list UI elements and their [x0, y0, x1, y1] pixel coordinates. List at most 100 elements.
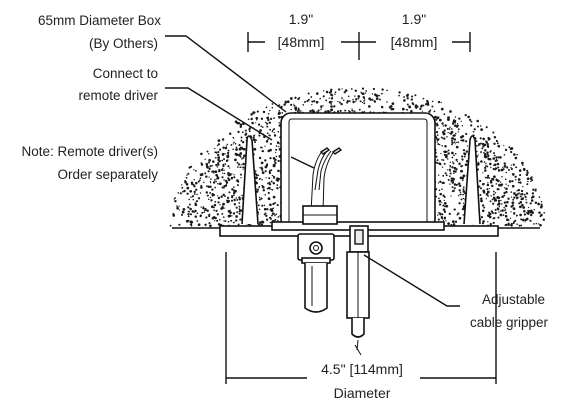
stipple-dot	[215, 163, 218, 167]
stipple-dot	[181, 186, 184, 189]
stipple-dot	[221, 212, 224, 215]
stipple-dot	[213, 209, 215, 212]
stipple-dot	[442, 125, 445, 127]
stipple-dot	[260, 125, 263, 128]
stipple-dot	[493, 175, 496, 179]
stipple-dot	[322, 90, 325, 92]
connector-nut-ring	[301, 257, 331, 264]
stipple-dot	[264, 194, 267, 196]
stipple-dot	[539, 215, 542, 218]
stipple-dot	[519, 174, 522, 177]
stipple-dot	[439, 144, 441, 146]
stipple-dot	[240, 136, 243, 139]
stipple-dot	[361, 87, 365, 90]
stipple-dot	[368, 97, 371, 101]
stipple-dot	[226, 196, 230, 200]
stipple-dot	[239, 166, 241, 169]
stipple-dot	[260, 197, 263, 200]
stipple-dot	[207, 185, 211, 188]
stipple-dot	[492, 190, 495, 193]
stipple-dot	[268, 177, 271, 180]
stipple-dot	[513, 213, 515, 215]
stipple-dot	[477, 154, 479, 156]
stipple-dot	[272, 202, 275, 206]
stipple-dot	[237, 180, 240, 183]
stipple-dot	[501, 195, 504, 199]
stipple-dot	[487, 214, 490, 217]
stipple-dot	[255, 190, 259, 193]
stipple-dot	[524, 194, 526, 196]
stipple-dot	[220, 168, 224, 172]
stipple-dot	[484, 149, 487, 152]
stipple-dot	[223, 172, 226, 175]
stipple-dot	[464, 163, 468, 167]
stipple-dot	[460, 198, 463, 201]
stipple-dot	[223, 220, 225, 222]
stipple-dot	[408, 105, 411, 108]
stipple-dot	[269, 142, 272, 145]
stipple-dot	[515, 215, 518, 217]
stipple-dot	[517, 178, 521, 181]
stipple-dot	[237, 223, 240, 226]
stipple-dot	[458, 184, 462, 188]
stipple-dot	[348, 100, 351, 103]
stipple-dot	[244, 129, 247, 132]
stipple-dot	[348, 110, 351, 113]
stipple-dot	[194, 215, 198, 218]
stipple-dot	[271, 214, 273, 217]
stipple-dot	[454, 124, 457, 127]
stipple-dot	[269, 117, 273, 121]
stipple-dot	[231, 215, 233, 217]
stipple-dot	[231, 173, 233, 175]
stipple-dot	[531, 179, 534, 182]
stipple-dot	[344, 109, 347, 112]
stipple-dot	[258, 196, 261, 199]
stipple-dot	[519, 200, 523, 204]
stipple-dot	[214, 200, 217, 203]
stipple-dot	[447, 149, 450, 152]
stipple-dot	[431, 105, 434, 108]
stipple-dot	[480, 151, 482, 153]
stipple-dot	[296, 110, 299, 113]
stipple-dot	[236, 184, 239, 187]
stipple-dot	[252, 138, 256, 142]
dim-diameter-value: 4.5" [114mm]	[321, 361, 403, 377]
stipple-dot	[248, 128, 251, 131]
stipple-dot	[390, 105, 393, 108]
stipple-dot	[205, 216, 208, 219]
stipple-dot	[444, 172, 447, 175]
stipple-dot	[190, 196, 192, 199]
stipple-dot	[203, 211, 206, 214]
stipple-dot	[182, 208, 186, 211]
stipple-dot	[274, 218, 277, 221]
stipple-dot	[501, 209, 504, 212]
stipple-dot	[216, 219, 219, 222]
stipple-dot	[490, 179, 492, 182]
stipple-dot	[483, 161, 486, 163]
stipple-dot	[325, 90, 329, 94]
stipple-dot	[268, 181, 271, 184]
stipple-dot	[462, 186, 465, 189]
stipple-dot	[479, 125, 482, 127]
stipple-dot	[442, 208, 446, 211]
stipple-dot	[195, 181, 198, 185]
stipple-dot	[411, 95, 414, 98]
stipple-dot	[212, 160, 215, 163]
stipple-dot	[493, 142, 496, 145]
stipple-dot	[261, 147, 263, 149]
stipple-dot	[217, 183, 219, 185]
stipple-dot	[257, 204, 260, 207]
stipple-dot	[217, 153, 220, 157]
stipple-dot	[268, 198, 271, 200]
stipple-dot	[208, 167, 211, 170]
stipple-dot	[278, 109, 280, 112]
stipple-dot	[266, 163, 269, 166]
stipple-dot	[319, 97, 321, 100]
stipple-dot	[455, 184, 458, 186]
stipple-dot	[482, 220, 485, 223]
stipple-dot	[497, 169, 501, 172]
stipple-dot	[189, 213, 193, 216]
stipple-dot	[494, 168, 497, 171]
leader-wire	[290, 156, 315, 169]
stipple-dot	[233, 203, 237, 206]
